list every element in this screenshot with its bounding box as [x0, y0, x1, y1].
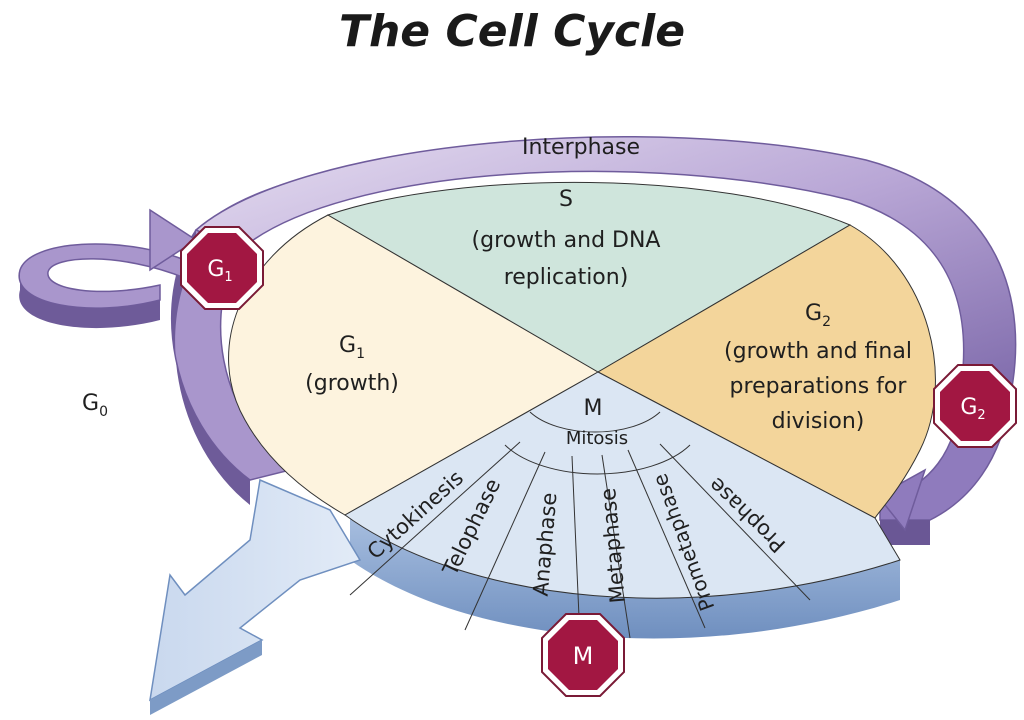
page-title: The Cell Cycle — [339, 6, 685, 57]
svg-text:G2: G2 — [805, 301, 831, 330]
svg-text:(growth and DNA: (growth and DNA — [472, 228, 661, 253]
checkpoint-m: M — [541, 613, 625, 697]
mitosis-label: Mitosis — [566, 428, 628, 449]
svg-text:(growth): (growth) — [305, 371, 399, 396]
g0-arrowhead-icon — [149, 208, 198, 272]
g0-loop-side — [19, 270, 160, 329]
g2-label: G2 (growth and final preparations for di… — [724, 301, 912, 434]
g2-sector — [596, 224, 936, 519]
svg-text:S: S — [559, 187, 573, 212]
svg-text:M: M — [573, 642, 594, 670]
mitosis-sector — [344, 371, 901, 599]
interphase-label: Interphase — [522, 135, 640, 160]
checkpoint-g2: G2 — [933, 364, 1017, 448]
exit-arrow-side — [150, 640, 262, 715]
ring-side-right — [880, 520, 930, 545]
s-sector — [326, 181, 852, 373]
svg-text:replication): replication) — [504, 265, 629, 290]
s-label: S (growth and DNA replication) — [472, 187, 661, 290]
g1-label: G1 (growth) — [305, 333, 399, 396]
svg-text:G1: G1 — [339, 333, 365, 362]
mitosis-side — [350, 515, 900, 639]
mitosis-arc — [504, 444, 691, 475]
svg-text:G2: G2 — [960, 395, 985, 423]
m-arc — [529, 411, 661, 433]
g0-loop — [18, 243, 186, 309]
svg-text:division): division) — [772, 409, 865, 434]
checkpoint-g1: G1 — [180, 226, 264, 310]
g1-sector — [228, 214, 600, 516]
m-label: M — [584, 396, 603, 421]
svg-text:(growth and final: (growth and final — [724, 339, 912, 364]
g2-arrowhead-icon — [876, 468, 927, 532]
phase-dividers — [349, 441, 811, 641]
ring-side-left — [171, 230, 250, 505]
exit-arrow — [149, 478, 362, 702]
svg-text:preparations for: preparations for — [730, 374, 908, 399]
g0-label: G0 — [82, 391, 108, 420]
svg-text:G1: G1 — [207, 257, 232, 285]
